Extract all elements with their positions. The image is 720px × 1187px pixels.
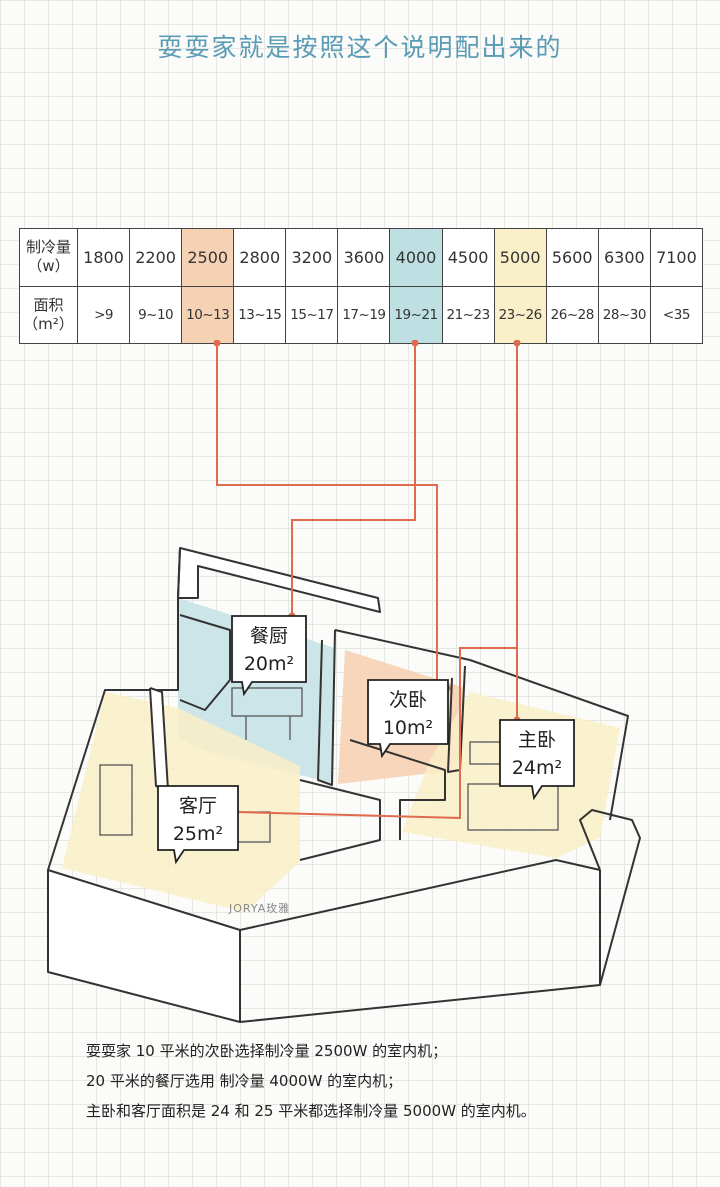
dining-table <box>231 687 303 717</box>
closet-block <box>299 779 381 861</box>
capacity-cell: 2500 <box>181 228 235 287</box>
page-title: 耍耍家就是按照这个说明配出来的 <box>157 33 563 62</box>
sofa <box>99 764 133 836</box>
right-upper-wall <box>469 659 629 821</box>
partition-bedroom-low <box>349 739 446 840</box>
capacity-cell: 1800 <box>76 228 131 287</box>
note-line: 耍耍家 10 平米的次卧选择制冷量 2500W 的室内机； <box>86 1042 448 1060</box>
capacity-cell: 4500 <box>441 228 495 287</box>
dining-name: 餐厨 <box>250 625 288 647</box>
capacity-cell: 2800 <box>233 228 287 287</box>
dot-2500 <box>213 340 221 347</box>
capacity-row: 制冷量（w） 1800 2200 2500 2800 3200 3600 400… <box>19 228 704 287</box>
area-cell: >9 <box>76 285 131 344</box>
dining-area: 20m² <box>244 653 294 675</box>
area-cell: 23~26 <box>493 285 547 344</box>
master-bedroom-area: 24m² <box>512 757 562 779</box>
capacity-cell: 6300 <box>597 228 651 287</box>
bottom-wall-right <box>239 859 601 931</box>
living-room-label: 客厅 25m² <box>157 785 239 865</box>
area-cell: 13~15 <box>233 285 287 344</box>
right-wall-face <box>239 870 601 1023</box>
note-line: 主卧和客厅面积是 24 和 25 平米都选择制冷量 5000W 的室内机。 <box>86 1102 536 1120</box>
area-cell: 21~23 <box>441 285 495 344</box>
line-5000-to-living <box>235 647 517 820</box>
capacity-cell: 3200 <box>285 228 339 287</box>
note-line: 20 平米的餐厅选用 制冷量 4000W 的室内机； <box>86 1072 403 1090</box>
floor-plan: 餐厨 20m² 次卧 10m² 主卧 24m² 客厅 25m² <box>47 340 641 1023</box>
area-cell: 15~17 <box>285 285 339 344</box>
second-bedroom-area: 10m² <box>383 717 433 739</box>
area-header: 面积（m²） <box>19 285 78 344</box>
capacity-cell: 4000 <box>389 228 443 287</box>
master-bedroom-name: 主卧 <box>518 729 556 751</box>
explanation-notes: 耍耍家 10 平米的次卧选择制冷量 2500W 的室内机； 20 平米的餐厅选用… <box>86 1036 706 1126</box>
living-room-name: 客厅 <box>179 795 217 817</box>
right-wall <box>579 809 641 986</box>
area-cell: <35 <box>649 285 704 344</box>
dot-5000 <box>513 340 521 347</box>
walls <box>47 547 641 1023</box>
capacity-cell: 7100 <box>649 228 704 287</box>
capacity-cell: 5000 <box>493 228 547 287</box>
capacity-area-table: 制冷量（w） 1800 2200 2500 2800 3200 3600 400… <box>19 228 704 344</box>
dot-4000 <box>411 340 419 347</box>
area-cell: 17~19 <box>337 285 391 344</box>
dining-label: 餐厨 20m² <box>231 615 307 697</box>
area-cell: 26~28 <box>545 285 599 344</box>
capacity-header: 制冷量（w） <box>19 228 78 287</box>
second-bedroom-label: 次卧 10m² <box>367 679 449 759</box>
watermark: JORYA玫雅 <box>229 902 291 915</box>
line-4000-to-dining <box>291 343 416 616</box>
living-room-area: 25m² <box>173 823 223 845</box>
partition-dining-right <box>317 629 336 786</box>
kitchen-counter <box>179 614 231 711</box>
partition-top <box>334 629 471 661</box>
capacity-cell: 2200 <box>129 228 183 287</box>
capacity-cell: 5600 <box>545 228 599 287</box>
area-cell: 19~21 <box>389 285 443 344</box>
master-bedroom-label: 主卧 24m² <box>499 719 575 801</box>
capacity-cell: 3600 <box>337 228 391 287</box>
area-cell: 28~30 <box>597 285 651 344</box>
area-cell: 9~10 <box>129 285 183 344</box>
area-row: 面积（m²） >9 9~10 10~13 13~15 15~17 17~19 1… <box>19 285 704 344</box>
partition-bedroom-mid <box>447 665 466 773</box>
second-bedroom-name: 次卧 <box>389 689 427 711</box>
outer-wall-top <box>177 547 381 613</box>
area-cell: 10~13 <box>181 285 235 344</box>
